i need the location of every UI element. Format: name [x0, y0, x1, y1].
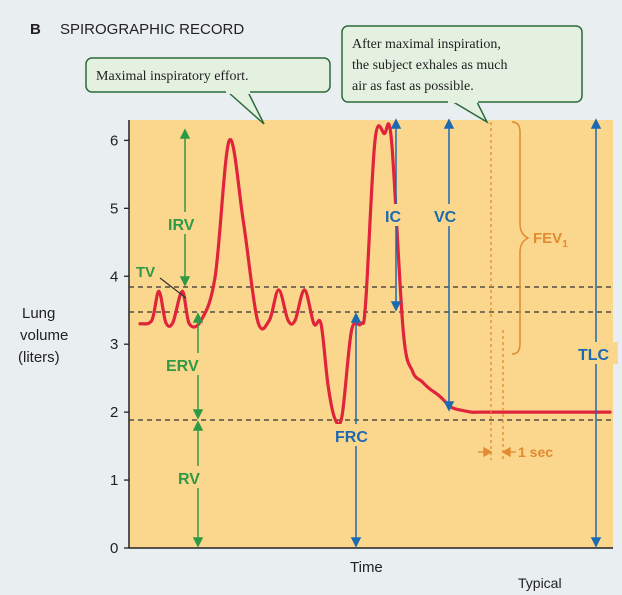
one-sec-marker — [478, 122, 516, 460]
chart-title: SPIROGRAPHIC RECORD — [60, 21, 244, 38]
label-fev-sub: 1 — [562, 239, 568, 250]
label-erv: ERV — [166, 358, 199, 375]
label-tlc: TLC — [578, 347, 610, 364]
y-axis-label-line1: Lung — [22, 305, 55, 322]
callout-exhale: After maximal inspiration, the subject e… — [341, 25, 583, 124]
fev1-bracket — [511, 121, 530, 355]
y-tick-label-1: 1 — [110, 472, 118, 489]
label-tv: TV — [136, 264, 155, 281]
callout-max-effort-text: Maximal inspiratory effort. — [96, 69, 249, 84]
callout-exhale-line2: the subject exhales as much — [352, 58, 508, 73]
label-vc: VC — [434, 209, 457, 226]
y-axis-label-line2: volume — [20, 327, 68, 344]
footer-typical: Typical — [518, 575, 562, 591]
y-tick-label-3: 3 — [110, 336, 118, 353]
irv-arrow — [179, 128, 191, 287]
y-axis-label-line3: (liters) — [18, 349, 60, 366]
label-rv: RV — [178, 471, 200, 488]
y-axis — [128, 120, 613, 549]
y-tick-label-5: 5 — [110, 200, 118, 217]
label-fev: FEV1 — [533, 230, 568, 250]
x-axis-label: Time — [350, 559, 383, 576]
callout-max-effort: Maximal inspiratory effort. — [85, 57, 331, 125]
y-tick-label-6: 6 — [110, 132, 118, 149]
label-one-sec: 1 sec — [518, 444, 553, 460]
y-tick-label-0: 0 — [110, 540, 118, 557]
label-fev-main: FEV — [533, 230, 562, 247]
callout-exhale-line3: air as fast as possible. — [352, 79, 474, 94]
vc-arrow — [443, 118, 455, 412]
panel-letter: B — [30, 21, 41, 38]
label-frc: FRC — [335, 429, 368, 446]
y-tick-label-2: 2 — [110, 404, 118, 421]
label-irv: IRV — [168, 217, 195, 234]
y-tick-group: 0 1 2 3 4 5 6 — [110, 132, 129, 557]
volume-curve — [138, 122, 612, 427]
tlc-arrow — [590, 118, 602, 548]
callout-exhale-line1: After maximal inspiration, — [352, 37, 501, 52]
y-tick-label-4: 4 — [110, 268, 118, 285]
label-ic: IC — [385, 209, 401, 226]
tv-pointer — [159, 277, 187, 299]
